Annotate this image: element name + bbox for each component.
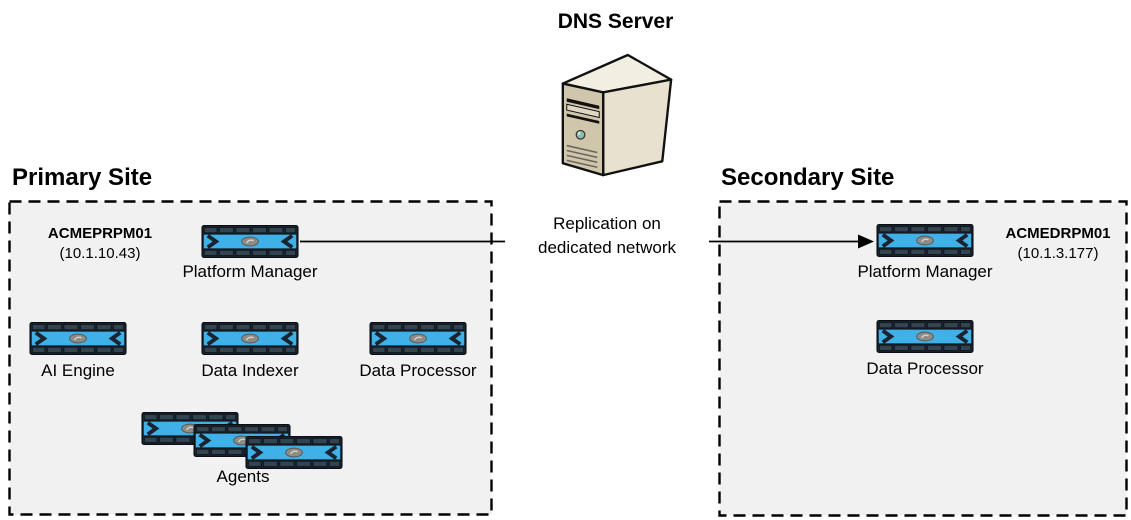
dns-server-icon [551, 48, 679, 188]
replication-label-line1: Replication on [553, 214, 661, 233]
ai-engine-icon [28, 322, 128, 355]
dns-server-label: DNS Server [557, 10, 674, 33]
primary-data-processor-icon [368, 322, 468, 355]
replication-label-line2: dedicated network [538, 238, 676, 257]
replication-label: Replication on dedicated network [505, 211, 709, 261]
primary-platform-manager-icon [200, 225, 300, 258]
primary-platform-manager-ip: (10.1.10.43) [59, 245, 141, 262]
secondary-data-processor-label: Data Processor [866, 359, 984, 378]
secondary-platform-manager-label: Platform Manager [857, 262, 993, 281]
agent-icon [244, 436, 344, 469]
primary-platform-manager-label: Platform Manager [182, 262, 318, 281]
secondary-platform-manager-icon [875, 224, 975, 257]
secondary-site-title: Secondary Site [721, 164, 895, 191]
data-indexer-icon [200, 322, 300, 355]
ai-engine-label: AI Engine [41, 361, 115, 380]
data-indexer-label: Data Indexer [201, 361, 299, 380]
secondary-platform-manager-hostname: ACMEDRPM01 [1005, 225, 1111, 242]
primary-platform-manager-hostname: ACMEPRPM01 [47, 225, 153, 242]
primary-site-title: Primary Site [12, 164, 153, 191]
agents-label: Agents [216, 467, 270, 486]
primary-data-processor-label: Data Processor [359, 361, 477, 380]
secondary-data-processor-icon [875, 320, 975, 353]
secondary-platform-manager-ip: (10.1.3.177) [1017, 245, 1099, 262]
